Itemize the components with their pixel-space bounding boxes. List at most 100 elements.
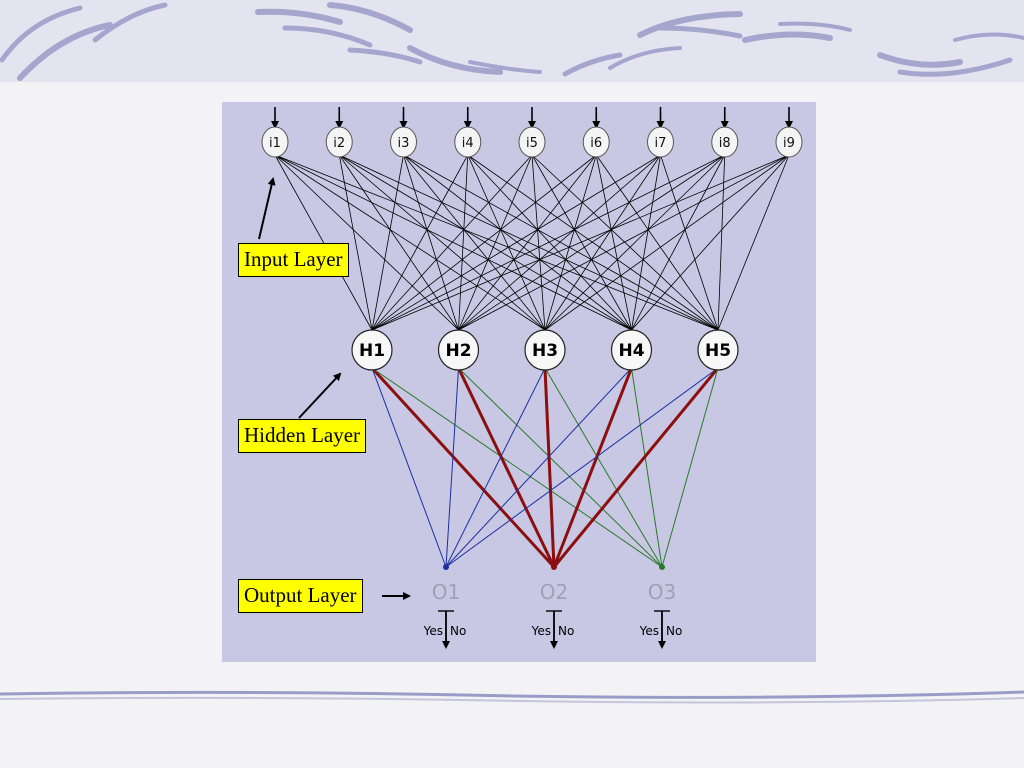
edge-i6-h1 (371, 154, 597, 331)
edge-h2-o1 (445, 367, 459, 568)
hidden-node-h1: H1 (351, 329, 393, 371)
edge-i7-h3 (544, 154, 661, 331)
edge-i5-h3 (531, 154, 546, 331)
edge-i4-h1 (371, 154, 469, 331)
input-node-label: i7 (655, 136, 667, 151)
output-node-label: O2 (540, 580, 568, 604)
edge-i2-h1 (338, 154, 373, 331)
hidden-node-circle (437, 329, 480, 371)
edge-i3-h3 (403, 154, 546, 331)
input-node-label: i4 (462, 136, 474, 151)
edge-i5-h1 (371, 154, 533, 331)
input-layer-callout: Input Layer (238, 243, 349, 277)
edge-h1-o1 (371, 367, 447, 568)
edge-i5-h5 (531, 154, 719, 331)
hidden-nodes: H1 H2 H3 H4 H5 (351, 329, 739, 371)
edge-i4-h5 (467, 154, 719, 331)
edge-i4-h3 (467, 154, 546, 331)
input-node-label: i3 (398, 136, 410, 151)
hidden-output-edges (370, 366, 720, 569)
edge-i4-h4 (467, 154, 632, 331)
output-node-dot (443, 564, 449, 570)
hidden-node-circle (524, 329, 566, 371)
hidden-node-circle (610, 329, 653, 371)
input-hidden-edges (274, 154, 790, 331)
input-node-i1: i1 (261, 126, 289, 158)
input-node-i8: i8 (711, 126, 739, 158)
hidden-node-label: H2 (445, 341, 471, 361)
output-node-label: O3 (648, 580, 676, 604)
decorative-swirls (0, 2, 1024, 81)
input-layer-pointer (258, 177, 276, 240)
output-node-dot (659, 564, 665, 570)
hidden-node-label: H1 (359, 341, 385, 361)
input-node-circle (390, 126, 417, 158)
edge-i3-h5 (403, 154, 719, 331)
edge-i1-h2 (274, 154, 459, 331)
choice-yes-label: Yes (531, 624, 551, 638)
edge-i7-h5 (660, 154, 719, 331)
hidden-node-label: H3 (532, 341, 558, 361)
edge-h5-o3 (661, 367, 719, 568)
edge-i8-h3 (544, 154, 726, 331)
output-node-dot (551, 564, 557, 570)
input-node-i7: i7 (647, 126, 674, 158)
input-node-i6: i6 (582, 126, 610, 158)
output-layer-callout: Output Layer (238, 579, 363, 613)
input-node-i2: i2 (325, 126, 353, 158)
hidden-node-circle (351, 329, 393, 371)
hidden-node-h5: H5 (697, 329, 739, 371)
edge-i1-h1 (274, 154, 373, 331)
input-nodes: i1 i2 i3 i4 i5 i6 i7 i8 i9 (261, 126, 803, 158)
input-node-i3: i3 (390, 126, 417, 158)
input-node-i9: i9 (775, 126, 803, 158)
edge-i9-h4 (631, 154, 790, 331)
input-node-label: i8 (719, 136, 731, 151)
hidden-layer-callout: Hidden Layer (238, 419, 367, 453)
edge-i2-h3 (338, 154, 546, 331)
hidden-node-h4: H4 (610, 329, 653, 371)
edge-h1-o3 (371, 367, 663, 568)
input-node-i5: i5 (518, 126, 546, 158)
input-node-circle (261, 126, 289, 158)
edge-i6-h4 (595, 154, 632, 331)
edge-i2-h4 (339, 154, 632, 331)
edge-i1-h5 (274, 154, 719, 331)
choice-no-label: No (666, 624, 682, 638)
edge-i8-h4 (631, 154, 726, 331)
edge-i9-h5 (717, 154, 790, 331)
edge-i7-h4 (631, 154, 661, 331)
edge-i8-h1 (371, 154, 725, 331)
decorative-rule (0, 690, 1024, 704)
edge-i5-h4 (531, 154, 632, 331)
input-node-circle (711, 126, 739, 158)
hidden-node-label: H4 (618, 341, 644, 361)
callout-arrows (258, 177, 411, 600)
input-node-circle (325, 126, 353, 158)
edge-i7-h2 (458, 154, 661, 331)
hidden-node-h2: H2 (437, 329, 480, 371)
edge-i1-h4 (274, 154, 632, 331)
edge-i1-h3 (274, 154, 546, 331)
edge-h5-o1 (445, 367, 719, 568)
edge-h1-o2 (370, 366, 556, 569)
input-node-label: i5 (526, 136, 538, 151)
choice-no-label: No (450, 624, 466, 638)
input-node-circle (582, 126, 610, 158)
edge-i2-h2 (338, 154, 459, 331)
edge-i9-h1 (371, 154, 790, 331)
edge-i6-h2 (458, 154, 597, 331)
input-node-i4: i4 (454, 126, 482, 158)
edge-i3-h4 (403, 154, 632, 331)
input-node-circle (775, 126, 803, 158)
edge-h2-o2 (457, 367, 556, 568)
input-node-label: i1 (269, 136, 281, 151)
edge-i9-h2 (458, 154, 790, 331)
